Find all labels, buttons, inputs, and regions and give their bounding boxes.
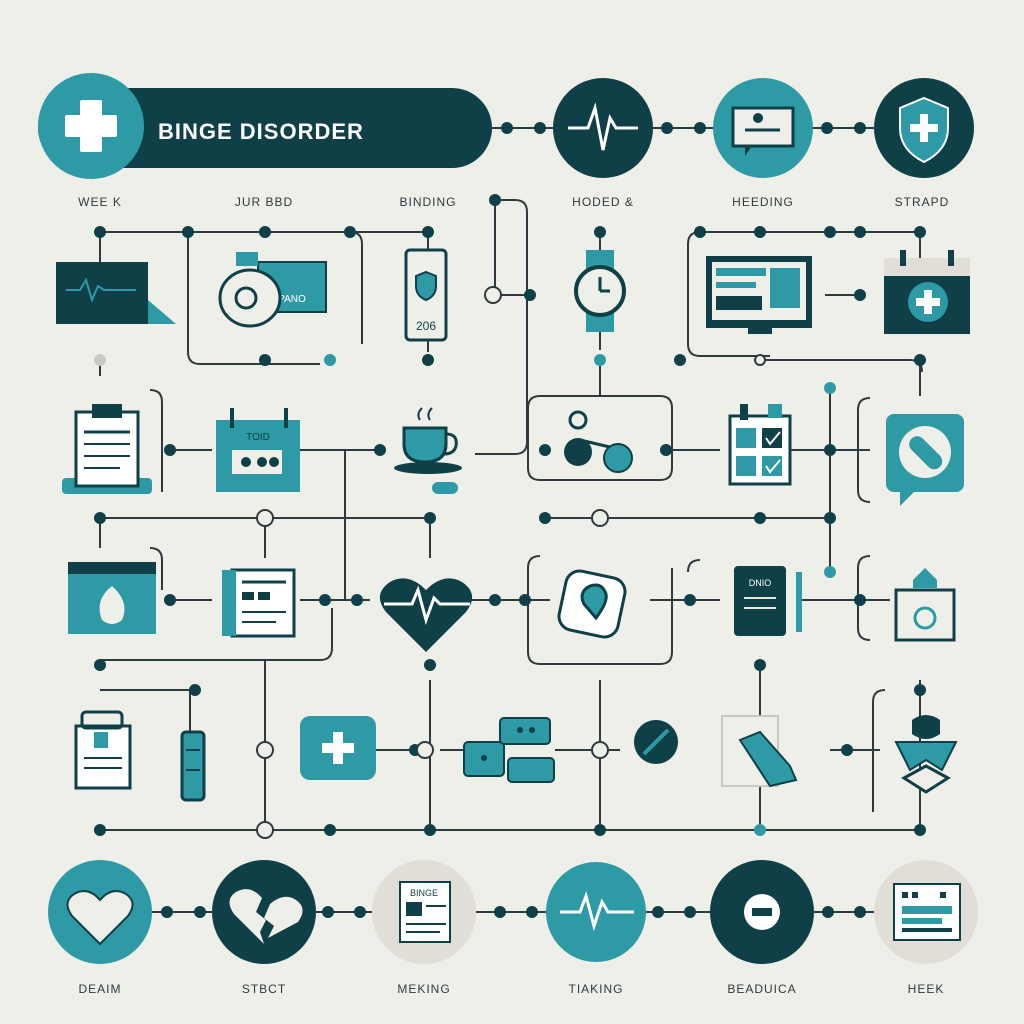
- label-bottom-4: TIAKING: [568, 982, 624, 996]
- bottle-coin-card-icon: PANO: [218, 252, 327, 328]
- tablet-label-text: DNIO: [749, 578, 772, 588]
- bandage-chat-icon: [886, 414, 964, 506]
- note-1-text: TOID: [246, 432, 270, 443]
- label-bottom-6: HEEK: [907, 982, 945, 996]
- coffee-cup-icon: [394, 407, 462, 494]
- calendar-card-icon: TOID: [216, 408, 300, 492]
- doc-block-text: BINGE: [410, 888, 438, 898]
- plus-icon: [65, 100, 117, 152]
- pulse-circle-icon: [546, 862, 646, 962]
- tube-icon: [180, 730, 206, 802]
- label-bottom-3: MEKING: [397, 982, 451, 996]
- phone-shield-icon: 206: [404, 248, 448, 342]
- broken-heart-icon: [212, 860, 316, 964]
- hand-paper-icon: [721, 715, 798, 788]
- calendar-drop-icon: [894, 568, 956, 642]
- computer-chart-icon: [706, 256, 812, 334]
- checklist-icon: [728, 404, 792, 486]
- watch-icon: [574, 250, 626, 332]
- label-bottom-5: BEADUICA: [727, 982, 797, 996]
- shield-plus-icon: [874, 78, 974, 178]
- scale-icon: [564, 410, 633, 473]
- label-top-1: WEE K: [78, 195, 122, 209]
- person-icon: [894, 715, 958, 794]
- heart-pulse-icon: [379, 578, 473, 652]
- location-card-icon: [557, 569, 627, 639]
- label-top-2: JUR BBD: [234, 195, 294, 209]
- tablet-pen-icon: DNIO: [734, 566, 802, 636]
- card-plano-text: PANO: [278, 294, 306, 305]
- chat-card-icon: [713, 78, 813, 178]
- page-title: BINGE DISORDER: [158, 119, 364, 144]
- title-plus-circle: [38, 73, 144, 179]
- dotted-card-icon: [874, 860, 978, 964]
- label-top-6: STRAPD: [894, 195, 950, 209]
- heartbeat-icon: [553, 78, 653, 178]
- pills-icon: [463, 717, 555, 783]
- connector-lines: [99, 127, 923, 913]
- label-top-5: HEEDING: [732, 195, 794, 209]
- clipboard-icon: [62, 404, 152, 494]
- hollow-dots: [256, 286, 766, 839]
- no-sign-icon: [634, 720, 678, 764]
- target-circle-icon: [710, 860, 814, 964]
- medicine-bag-icon: [74, 710, 132, 790]
- monitor-waveform-icon: [56, 262, 176, 324]
- phone-number-text: 206: [416, 319, 436, 333]
- notebook-icon: [222, 568, 296, 638]
- label-bottom-2: STBCT: [241, 982, 287, 996]
- heart-circle-icon: [48, 860, 152, 964]
- browser-drop-icon: [68, 562, 156, 634]
- document-icon: BINGE: [372, 860, 476, 964]
- plus-card-icon: [300, 716, 376, 780]
- label-top-4: HODED &: [572, 195, 634, 209]
- label-bottom-1: DEAIM: [78, 982, 122, 996]
- connector-dots: [94, 122, 926, 918]
- calendar-plus-icon: [884, 250, 970, 334]
- label-top-3: BINDING: [399, 195, 457, 209]
